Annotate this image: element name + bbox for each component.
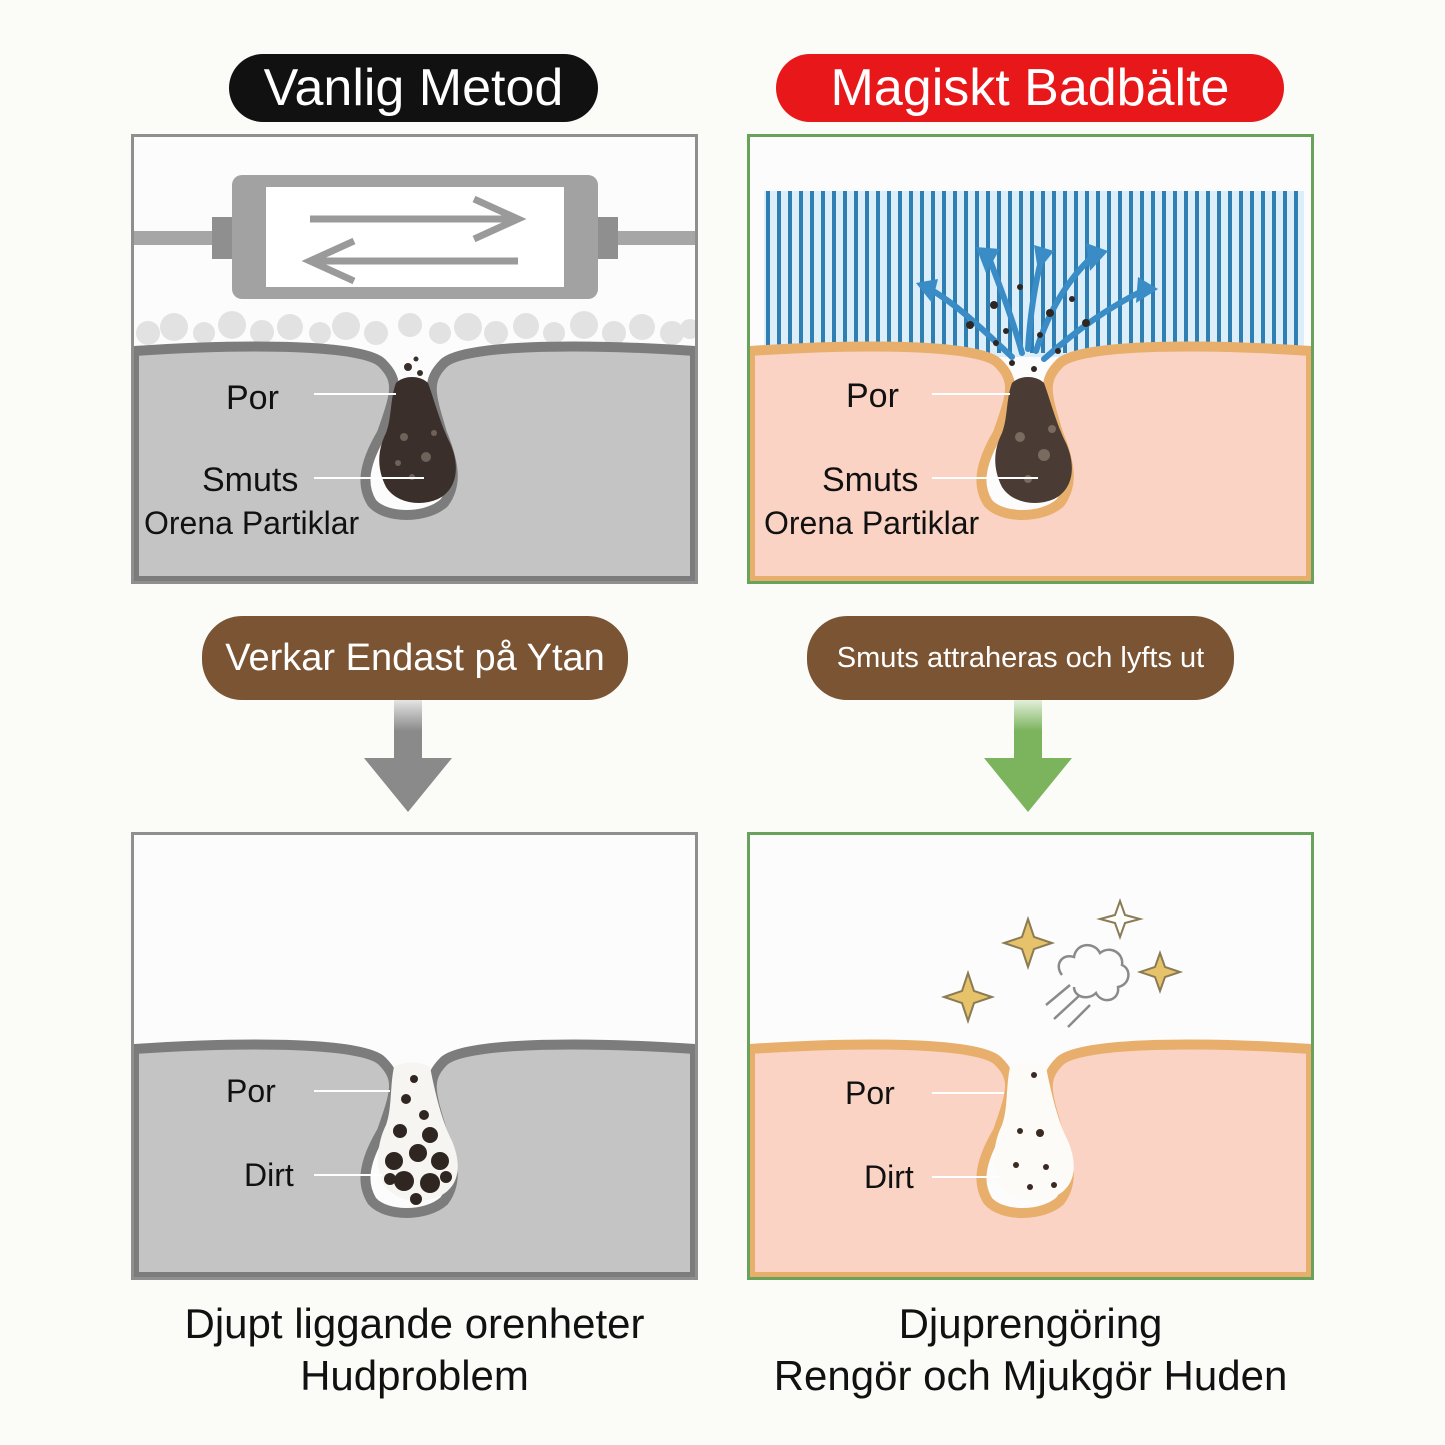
dirt-label: Dirt [864, 1159, 914, 1195]
right-top-panel: Por Smuts Orena Partiklar [747, 134, 1314, 584]
pore-label: Por [845, 1075, 895, 1111]
right-caption: Djuprengöring Rengör och Mjukgör Huden [722, 1298, 1339, 1402]
caption-line: Djuprengöring [898, 1300, 1163, 1347]
pore-label: Por [226, 379, 279, 417]
left-title: Vanlig Metod [229, 54, 598, 122]
sparkle-icon [940, 898, 1184, 1025]
dirt-label: Smuts [822, 461, 919, 499]
caption-line: Rengör och Mjukgör Huden [773, 1352, 1288, 1399]
puff-cloud-icon [1045, 944, 1130, 1028]
left-top-panel: Por Smuts Orena Partiklar [131, 134, 698, 584]
particles-label: Orena Partiklar [144, 505, 360, 541]
pore-label: Por [226, 1073, 276, 1109]
left-bottom-panel: Por Dirt [131, 832, 698, 1280]
bristle-brush-icon [764, 191, 1304, 357]
scrub-brush-arrows-icon [134, 175, 695, 299]
dirt-label: Dirt [244, 1157, 294, 1193]
right-badge: Smuts attraheras och lyfts ut [807, 616, 1234, 700]
arrow-down-icon [984, 700, 1072, 812]
left-caption: Djupt liggande orenheter Hudproblem [131, 1298, 698, 1402]
particles-label: Orena Partiklar [764, 505, 980, 541]
arrow-down-icon [364, 700, 452, 812]
dirt-label: Smuts [202, 461, 299, 499]
caption-line: Hudproblem [300, 1352, 529, 1399]
right-bottom-panel: Por Dirt [747, 832, 1314, 1280]
left-badge: Verkar Endast på Ytan [202, 616, 628, 700]
pore-label: Por [846, 377, 899, 415]
right-title: Magiskt Badbälte [776, 54, 1284, 122]
caption-line: Djupt liggande orenheter [184, 1300, 645, 1347]
